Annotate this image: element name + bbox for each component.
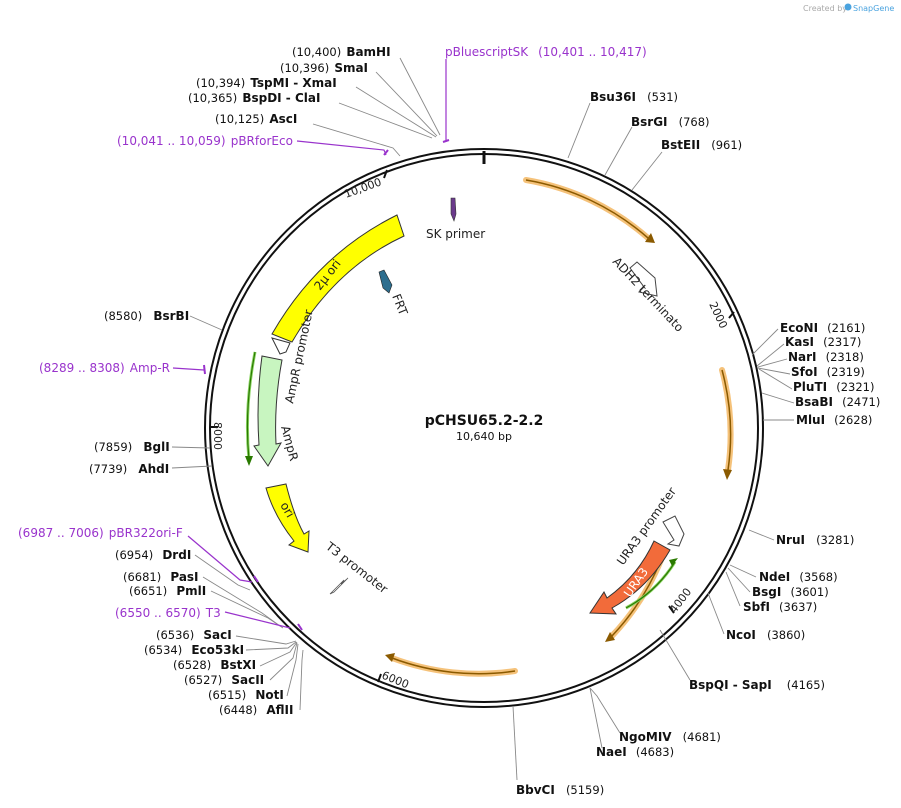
site-sfoi: SfoI (2319): [791, 361, 865, 380]
sk-primer-label: SK primer: [426, 227, 485, 241]
tick-mark-2000: [728, 311, 735, 319]
frt-label: FRT: [389, 292, 410, 318]
site-pmli: (6651) PmlI: [129, 580, 206, 599]
site-bsrgi: BsrGI (768): [631, 111, 710, 130]
two-micron-ori-shape: [271, 214, 405, 343]
site-bsu36i: Bsu36I (531): [590, 86, 678, 105]
site-noti: (6515) NotI: [208, 684, 284, 703]
primer-line-pbluescript: [442, 59, 450, 143]
tick-label-8000: 8000: [211, 422, 224, 450]
t3-promoter-label: T3 promoter: [322, 539, 390, 597]
primer-amp-r: (8289 .. 8308) Amp-R: [39, 357, 170, 376]
ori-shape: [265, 483, 310, 553]
site-aflii: (6448) AflII: [219, 699, 293, 718]
watermark-brand: SnapGene: [853, 4, 894, 13]
tick-mark-10000: [383, 169, 388, 179]
site-bbvci: BbvCI (5159): [516, 779, 604, 798]
ampr-promoter-shape: [271, 337, 291, 355]
orf-arc-top-right: [523, 177, 655, 243]
site-bsgi: BsgI (3601): [752, 581, 829, 600]
primer-t3: (6550 .. 6570) T3: [115, 602, 221, 621]
site-kasi: KasI (2317): [785, 331, 861, 350]
ori-label: ori: [277, 500, 297, 521]
site-bsabi: BsaBI (2471): [795, 391, 880, 410]
primer-lines-left: [172, 364, 303, 631]
site-bspdi-clai: (10,365) BspDI - ClaI: [188, 87, 320, 106]
enzyme-lines-top-left: [312, 57, 441, 157]
site-sacii: (6527) SacII: [184, 669, 264, 688]
ura3-promoter-shape: [662, 515, 685, 547]
enzyme-lines-top-right: [567, 102, 663, 191]
orf-arc-right: [719, 367, 734, 480]
tick-label-10000: 10,000: [343, 175, 384, 200]
site-bsrbi: (8580) BsrBI: [104, 305, 189, 324]
tick-mark-4000: [668, 605, 675, 614]
site-pasi: (6681) PasI: [123, 566, 199, 585]
backbone-outer-ring: [204, 148, 764, 708]
ura3-shape: [589, 540, 671, 615]
primer-pbluescript: pBluescriptSK(10,401 .. 10,417): [445, 45, 647, 59]
adh2-terminator-shape: [629, 261, 658, 297]
site-bamhi: (10,400) BamHI: [292, 41, 391, 60]
frt-feature: [378, 269, 393, 294]
site-bstxi: (6528) BstXI: [173, 654, 256, 673]
t3-promoter-shape: [329, 577, 349, 595]
site-drdi: (6954) DrdI: [115, 544, 191, 563]
enzyme-lines-right: [707, 328, 795, 635]
orf-arc-bottom: [385, 653, 518, 677]
site-asci: (10,125) AscI: [215, 108, 297, 127]
ampr-shape: [253, 355, 283, 467]
site-mlui: MluI (2628): [796, 409, 872, 428]
primer-pbrforeco: (10,041 .. 10,059) pBRforEco: [117, 130, 293, 149]
site-ahdi: (7739) AhdI: [89, 458, 169, 477]
snapgene-logo-icon: [844, 3, 852, 11]
site-econi: EcoNI (2161): [780, 317, 865, 336]
watermark-text: Created by: [803, 4, 847, 13]
tick-mark-6000: [377, 673, 382, 683]
primer-line-pbrforeco: [296, 140, 389, 156]
site-smai: (10,396) SmaI: [280, 57, 368, 76]
site-ndei: NdeI (3568): [759, 566, 838, 585]
site-saci: (6536) SacI: [156, 624, 232, 643]
site-pluti: PluTI (2321): [793, 376, 874, 395]
plasmid-size: 10,640 bp: [456, 430, 512, 443]
site-ncoi: NcoI (3860): [726, 624, 805, 643]
site-ngomiv: NgoMIV (4681): [619, 726, 721, 745]
sk-primer-feature: [450, 197, 457, 222]
ampr-label: AmpR: [278, 424, 301, 462]
site-bsteii: BstEII (961): [661, 134, 742, 153]
plasmid-name: pCHSU65.2-2.2: [425, 413, 544, 429]
site-tspmi-xmai: (10,394) TspMI - XmaI: [196, 72, 337, 91]
site-bspqi-sapi: BspQI - SapI (4165): [689, 674, 825, 693]
site-nrui: NruI (3281): [776, 529, 854, 548]
primer-pbr322ori-f: (6987 .. 7006) pBR322ori-F: [18, 522, 183, 541]
site-eco53ki: (6534) Eco53kI: [144, 639, 244, 658]
site-sbfi: SbfI (3637): [743, 596, 817, 615]
enzyme-lines-bottom: [512, 629, 691, 781]
site-nari: NarI (2318): [788, 346, 864, 365]
site-naei: NaeI (4683): [596, 741, 674, 760]
tick-label-4000: 4000: [667, 586, 694, 616]
site-bgli: (7859) BglI: [94, 436, 170, 455]
tick-label-2000: 2000: [706, 300, 730, 331]
